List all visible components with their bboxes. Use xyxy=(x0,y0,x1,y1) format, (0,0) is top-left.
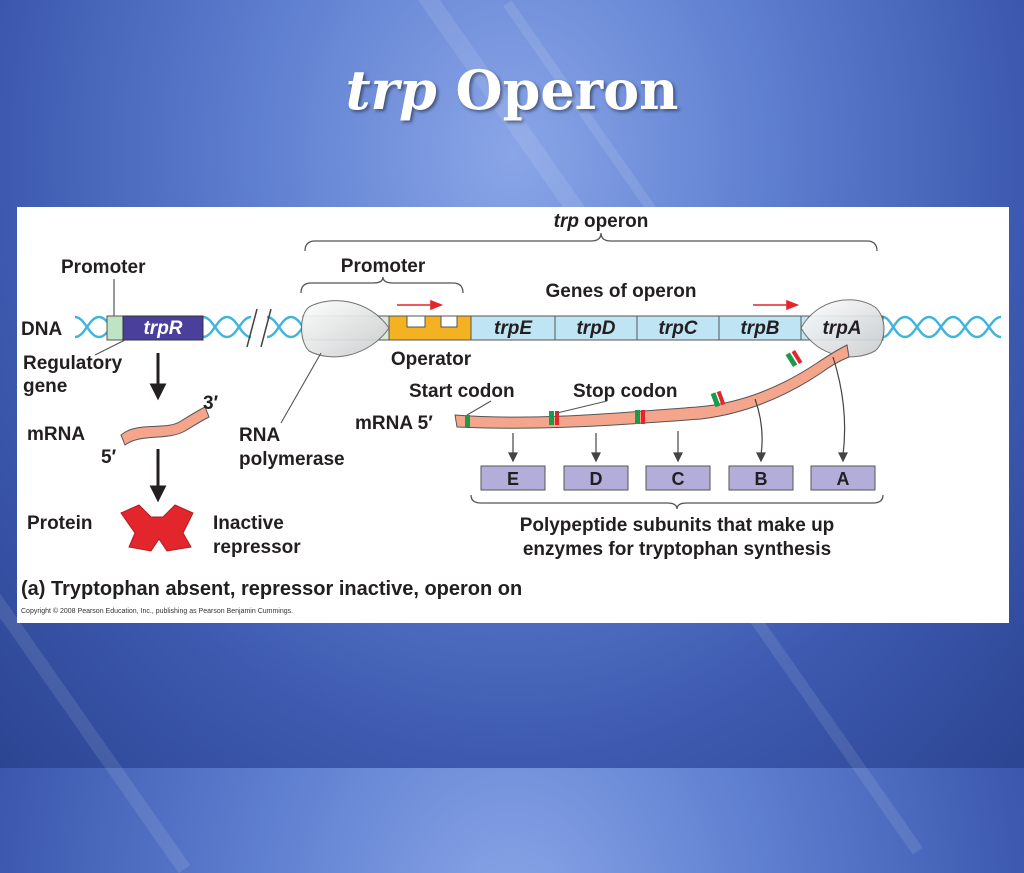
gene-label-trpD: trpD xyxy=(576,318,615,339)
regulatory-promoter-segment xyxy=(106,315,124,341)
inactive-repressor-protein xyxy=(120,504,194,552)
rna-polymerase-label-1: RNA xyxy=(239,425,280,446)
mrna-left-label: mRNA xyxy=(27,424,85,445)
background-streak xyxy=(0,586,191,873)
subunit-label-E: E xyxy=(507,469,519,489)
promoter-right-label: Promoter xyxy=(341,256,426,277)
gene-label-trpE: trpE xyxy=(494,318,533,339)
mrna-5-label: mRNA 5′ xyxy=(355,413,433,434)
start-codon-label: Start codon xyxy=(409,381,515,402)
copyright-notice: Copyright © 2008 Pearson Education, Inc.… xyxy=(21,607,293,615)
subunit-box-E xyxy=(480,465,546,491)
operon-mrna xyxy=(454,344,850,429)
start-codon-pointer xyxy=(466,400,492,416)
dna-label: DNA xyxy=(21,319,62,340)
promoter-left-label: Promoter xyxy=(61,257,146,278)
stop-codon-pointer xyxy=(556,400,608,414)
background-streak xyxy=(729,585,923,855)
gene-label-trpA: trpA xyxy=(822,318,861,339)
expression-arrow xyxy=(149,353,167,401)
rna-polymerase-label-2: polymerase xyxy=(239,449,345,470)
subunit-brace xyxy=(470,494,884,510)
transcription-arrow xyxy=(397,299,444,311)
regulatory-gene-label-1: Regulatory xyxy=(23,353,123,374)
subunit-label-B: B xyxy=(755,469,768,489)
gene-label-trpC: trpC xyxy=(658,318,697,339)
protein-label: Protein xyxy=(27,513,92,534)
regulatory-gene-pointer xyxy=(94,339,126,356)
dna-break-slash xyxy=(260,308,272,348)
regulatory-gene-label-2: gene xyxy=(23,376,67,397)
translation-arrow xyxy=(149,449,167,503)
five-prime-label: 5′ xyxy=(101,447,117,468)
subunit-label-C: C xyxy=(672,469,685,489)
inactive-repressor-label-1: Inactive xyxy=(213,513,284,534)
subunit-label-A: A xyxy=(837,469,850,489)
genes-of-operon-label: Genes of operon xyxy=(546,281,697,302)
subunit-box-C xyxy=(645,465,711,491)
figure-caption: (a) Tryptophan absent, repressor inactiv… xyxy=(21,578,522,600)
promoter-brace xyxy=(300,276,464,294)
operon-label-rest: operon xyxy=(584,211,648,232)
start-codon-mark xyxy=(465,415,470,427)
subunit-box-D xyxy=(563,465,629,491)
dna-helix xyxy=(74,315,1002,339)
title-rest: Operon xyxy=(455,58,679,122)
subunit-box-B xyxy=(728,465,794,491)
subunit-box-A xyxy=(810,465,876,491)
gene-dividers xyxy=(554,316,802,340)
inactive-repressor-label-2: repressor xyxy=(213,537,301,558)
codon-marks xyxy=(549,352,798,425)
subunit-label-D: D xyxy=(590,469,603,489)
trpR-label: trpR xyxy=(143,318,182,339)
operator-label: Operator xyxy=(391,349,472,370)
operator-segment xyxy=(388,315,472,341)
stop-codon-label: Stop codon xyxy=(573,381,677,402)
regulatory-mrna xyxy=(120,406,210,446)
three-prime-label: 3′ xyxy=(203,393,219,414)
operon-label-italic: trp xyxy=(554,211,579,232)
translation-arrows xyxy=(508,356,848,463)
title-italic: trp xyxy=(345,58,437,122)
trpR-gene-segment xyxy=(122,315,204,341)
dna-break-slash xyxy=(246,308,258,348)
rna-polymerase-left xyxy=(301,300,390,358)
slide-title: trp Operon xyxy=(0,58,1024,122)
stop-codon-marks xyxy=(555,350,803,425)
transcription-arrow xyxy=(753,299,800,311)
gene-label-trpB: trpB xyxy=(740,318,779,339)
polypeptide-label-2: enzymes for tryptophan synthesis xyxy=(523,539,831,560)
polypeptide-label-1: Polypeptide subunits that make up xyxy=(520,515,835,536)
rna-polymerase-pointer xyxy=(280,352,322,424)
operon-brace xyxy=(304,232,878,252)
polypeptide-subunits xyxy=(480,465,876,491)
